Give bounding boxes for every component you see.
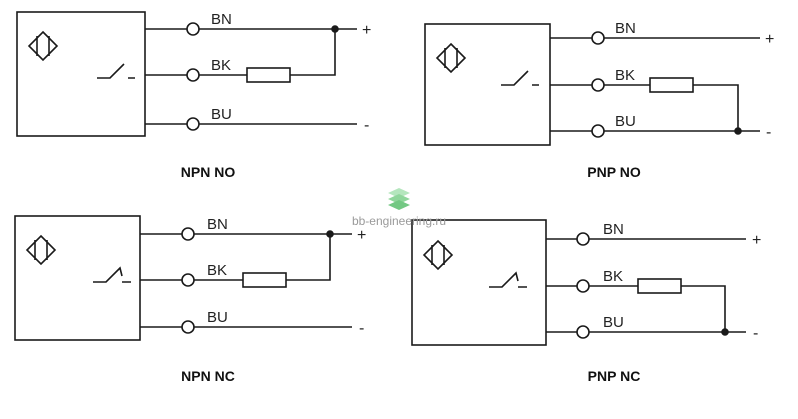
plus-sign: + xyxy=(362,22,371,39)
diagram-npn-no xyxy=(16,11,357,137)
wire-load-return xyxy=(290,29,336,76)
plus-sign: + xyxy=(765,31,774,48)
wire-load-return xyxy=(693,84,739,131)
terminal-bu xyxy=(181,320,195,334)
watermark-text: bb-engineering.ru xyxy=(352,214,446,228)
wire-label-bu: BU xyxy=(207,309,228,326)
caption-pnp-nc: PNP NC xyxy=(588,368,641,384)
junction-dot xyxy=(326,230,334,238)
diagram-npn-nc xyxy=(14,215,352,341)
no-switch-icon xyxy=(97,63,135,79)
terminal-bn xyxy=(181,227,195,241)
terminal-bn xyxy=(576,232,590,246)
nc-switch-icon xyxy=(93,266,131,283)
sensor-symbol-icon xyxy=(422,239,454,271)
plus-sign: + xyxy=(752,232,761,249)
terminal-bk xyxy=(186,68,200,82)
sensor-body xyxy=(411,219,547,346)
wire-label-bu: BU xyxy=(615,113,636,130)
sensor-symbol-icon xyxy=(27,30,59,62)
no-switch-icon xyxy=(501,70,539,86)
wire-load-return xyxy=(681,285,726,332)
minus-sign: - xyxy=(364,117,369,134)
load-resistor xyxy=(242,272,287,288)
stacked-layers-icon xyxy=(388,188,410,210)
wire-label-bu: BU xyxy=(603,314,624,331)
terminal-bk xyxy=(181,273,195,287)
sensor-body xyxy=(16,11,146,137)
wire-load-return xyxy=(286,234,331,281)
caption-npn-nc: NPN NC xyxy=(181,368,235,384)
plus-sign: + xyxy=(357,227,366,244)
junction-dot xyxy=(721,328,729,336)
diagram-pnp-no xyxy=(424,23,760,146)
terminal-bn xyxy=(591,31,605,45)
load-resistor xyxy=(649,77,694,93)
load-resistor xyxy=(637,278,682,294)
junction-dot xyxy=(734,127,742,135)
sensor-symbol-icon xyxy=(435,42,467,74)
terminal-bk xyxy=(576,279,590,293)
minus-sign: - xyxy=(766,124,771,141)
load-resistor xyxy=(246,67,291,83)
terminal-bu xyxy=(591,124,605,138)
sensor-symbol-icon xyxy=(25,234,57,266)
terminal-bk xyxy=(591,78,605,92)
terminal-bn xyxy=(186,22,200,36)
terminal-bu xyxy=(186,117,200,131)
minus-sign: - xyxy=(359,320,364,337)
wire-label-bu: BU xyxy=(211,106,232,123)
diagram-pnp-nc xyxy=(411,219,746,346)
wire-label-bn: BN xyxy=(615,20,636,37)
junction-dot xyxy=(331,25,339,33)
sensor-body xyxy=(14,215,141,341)
terminal-bu xyxy=(576,325,590,339)
minus-sign: - xyxy=(753,325,758,342)
wire-label-bk: BK xyxy=(603,268,623,285)
sensor-body xyxy=(424,23,551,146)
wire-label-bk: BK xyxy=(615,67,635,84)
wire-label-bn: BN xyxy=(207,216,228,233)
wire-label-bn: BN xyxy=(211,11,232,28)
wire-label-bn: BN xyxy=(603,221,624,238)
wire-label-bk: BK xyxy=(207,262,227,279)
caption-npn-no: NPN NO xyxy=(181,164,236,180)
wire-label-bk: BK xyxy=(211,57,231,74)
nc-switch-icon xyxy=(489,271,527,288)
caption-pnp-no: PNP NO xyxy=(587,164,641,180)
